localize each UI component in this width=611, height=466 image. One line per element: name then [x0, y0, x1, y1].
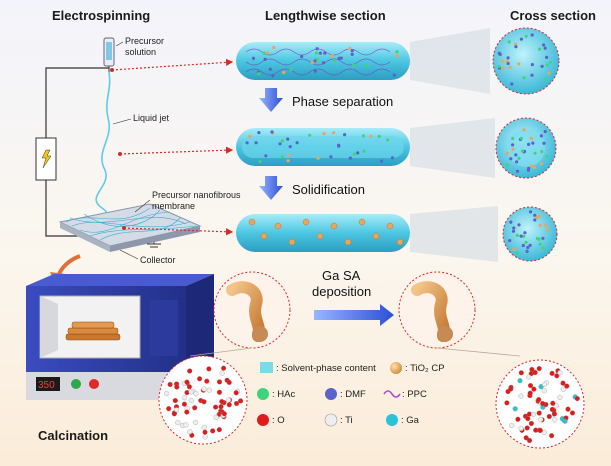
electrospinning-header: Electrospinning [52, 8, 150, 23]
hac-sphere-icon [257, 388, 269, 400]
phase-separation-step: Phase separation [259, 88, 393, 112]
lengthwise-header: Lengthwise section [265, 8, 386, 23]
green-button [71, 379, 81, 389]
solidification-step: Solidification [259, 176, 365, 200]
down-arrow-icon [259, 176, 283, 200]
legend-hac: : HAc [272, 389, 295, 400]
legend-solvent: : Solvent-phase content [276, 363, 376, 374]
atomic-structure-right [495, 359, 585, 449]
tio2-sphere-icon [390, 362, 402, 374]
section-connectors [111, 58, 234, 236]
fiber-after-deposition [398, 271, 476, 349]
gallium-sphere-icon [386, 414, 398, 426]
high-voltage-icon [41, 149, 52, 169]
membrane-label-2: membrane [152, 201, 195, 211]
legend-ppc: : PPC [402, 389, 427, 400]
ga-deposition-step: Ga SA deposition [312, 268, 394, 326]
phase-separation-label: Phase separation [292, 94, 393, 109]
fiber-before-deposition [213, 271, 291, 349]
syringe-liquid [106, 42, 112, 60]
fiber-stage-3 [236, 214, 410, 252]
furnace: 350 [26, 274, 214, 400]
right-arrow-icon [314, 304, 394, 326]
sample-in-furnace [65, 321, 121, 341]
cross-section-2 [410, 117, 557, 179]
precursor-label-2: solution [125, 47, 156, 57]
fiber-stage-1 [236, 42, 410, 80]
ga-deposition-label-1: Ga SA [322, 268, 361, 283]
legend-o: : O [272, 415, 285, 426]
fiber-molecule-dots [245, 45, 399, 164]
electrospinning-setup: Precursor solution Liquid jet Precursor … [35, 36, 241, 265]
red-button [89, 379, 99, 389]
oxygen-sphere-icon [257, 414, 269, 426]
membrane-label-1: Precursor nanofibrous [152, 190, 241, 200]
cross-section-dots [497, 33, 552, 255]
precursor-label-1: Precursor [125, 36, 164, 46]
cross-section-1 [410, 27, 560, 95]
down-arrow-icon [259, 88, 283, 112]
solidification-label: Solidification [292, 182, 365, 197]
legend-tio2: : TiO₂ CP [405, 363, 445, 374]
ppc-wave-icon [383, 390, 401, 398]
furnace-display: 350 [38, 380, 55, 391]
legend-ti: : Ti [340, 415, 353, 426]
solvent-square-icon [260, 362, 273, 373]
legend-dmf: : DMF [340, 389, 366, 400]
ga-deposition-label-2: deposition [312, 284, 371, 299]
atomic-structure-left [158, 355, 248, 445]
legend-ga: : Ga [401, 415, 420, 426]
to-calcination-arrow [56, 254, 81, 277]
collector-label: Collector [140, 255, 176, 265]
liquid-jet-label: Liquid jet [133, 113, 170, 123]
calcination-header: Calcination [38, 428, 108, 443]
cross-section-header: Cross section [510, 8, 596, 23]
dmf-sphere-icon [325, 388, 337, 400]
titanium-sphere-icon [324, 413, 338, 427]
legend: : Solvent-phase content : TiO₂ CP : HAc … [257, 362, 445, 427]
liquid-jet [93, 71, 111, 223]
nanofibrous-membrane [65, 207, 197, 241]
